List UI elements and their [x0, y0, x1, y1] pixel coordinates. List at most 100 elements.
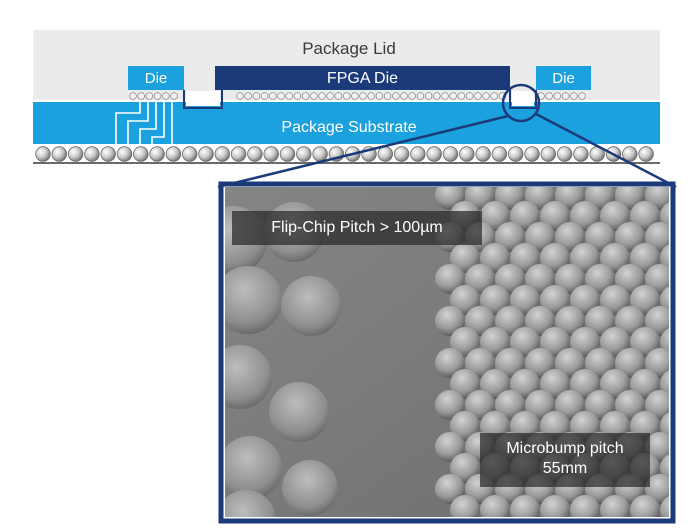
sem-microbump [450, 411, 480, 441]
microbump [375, 92, 384, 100]
sem-microbump [540, 369, 570, 399]
sem-microbump [510, 243, 540, 273]
sem-microbump [435, 474, 465, 504]
sem-microbump [555, 390, 585, 420]
solder-ball [84, 146, 100, 162]
solder-ball [475, 146, 491, 162]
solder-ball [540, 146, 557, 162]
sem-microbump [675, 474, 698, 504]
sem-microbump [435, 306, 465, 336]
sem-microbump [630, 369, 660, 399]
sem-microbump [585, 348, 615, 378]
microbump [569, 92, 578, 100]
microbump [162, 92, 170, 100]
sem-microbump [525, 222, 555, 252]
microbump [309, 92, 318, 100]
microbump [561, 92, 570, 100]
sem-microbump [555, 306, 585, 336]
sem-microbump [555, 348, 585, 378]
microbump [578, 92, 586, 100]
sem-microbump [480, 243, 510, 273]
microbump [260, 92, 269, 100]
sem-microbump [495, 390, 525, 420]
sem-microbump [435, 432, 465, 462]
solder-ball [573, 146, 589, 162]
sem-microbump [675, 180, 698, 210]
microbump [408, 92, 417, 100]
microbump [137, 92, 146, 100]
solder-ball [133, 146, 149, 162]
solder-ball [393, 146, 410, 162]
microbump [432, 92, 441, 100]
solder-ball [165, 146, 182, 162]
solder-ball [638, 146, 654, 162]
solder-ball [181, 146, 198, 162]
interconnect-bridges [183, 90, 537, 109]
solder-ball-row [35, 146, 654, 162]
sem-microbump [480, 369, 510, 399]
sem-microbump [465, 306, 495, 336]
die-left-label: Die [144, 70, 168, 87]
sem-microbump [525, 390, 555, 420]
microbump-pitch-callout: Microbump pitch 55mm [480, 433, 650, 487]
sem-microbump [540, 243, 570, 273]
sem-microbump [435, 348, 465, 378]
microbump [342, 92, 351, 100]
solder-ball [556, 146, 573, 162]
sem-microbump [540, 327, 570, 357]
sem-microbump [615, 222, 645, 252]
sem-microbump [675, 432, 698, 462]
microbump [400, 92, 408, 100]
sem-microbump [480, 285, 510, 315]
microbump [490, 92, 499, 100]
sem-microbump [435, 390, 465, 420]
sem-microbump [450, 243, 480, 273]
package-lid-label: Package Lid [302, 39, 396, 58]
sem-microbump [675, 306, 698, 336]
sem-microbump [615, 348, 645, 378]
sem-microbump [585, 390, 615, 420]
microbump [545, 92, 553, 100]
sem-microbump [465, 348, 495, 378]
sem-microbump [675, 348, 698, 378]
solder-ball [524, 146, 540, 162]
sem-microbump [555, 222, 585, 252]
sem-microbump [510, 495, 540, 517]
solder-ball [377, 146, 394, 162]
sem-microbump [495, 222, 525, 252]
sem-microbump [675, 222, 698, 252]
solder-ball [149, 146, 165, 162]
sem-microbump [630, 201, 660, 231]
flip-chip-bump [225, 436, 282, 500]
sem-microbump [570, 243, 600, 273]
microbump-pitch-line1: Microbump pitch [506, 440, 624, 457]
solder-ball [35, 146, 51, 162]
sem-microbump [570, 201, 600, 231]
solder-ball [67, 146, 84, 162]
sem-microbump [600, 369, 630, 399]
microbump [383, 92, 392, 100]
microbump [145, 92, 154, 100]
sem-inset-frame [218, 181, 676, 524]
solder-ball [508, 146, 524, 162]
microbump [334, 92, 343, 100]
solder-ball [198, 146, 214, 162]
sem-microbump [450, 495, 480, 517]
solder-ball [442, 146, 459, 162]
solder-ball [263, 146, 279, 162]
sem-microbump [510, 369, 540, 399]
sem-microbump [600, 495, 630, 517]
sem-microbump [495, 264, 525, 294]
microbump [318, 92, 326, 100]
sem-microbump [570, 327, 600, 357]
solder-ball [491, 146, 508, 162]
microbump [153, 92, 162, 100]
solder-ball [116, 146, 133, 162]
solder-ball [296, 146, 312, 162]
flip-chip-bump [281, 276, 341, 336]
solder-ball [230, 146, 247, 162]
sem-microbump [510, 327, 540, 357]
magnifier-circle [501, 83, 541, 123]
flip-chip-bumps [225, 202, 341, 517]
solder-ball [247, 146, 263, 162]
